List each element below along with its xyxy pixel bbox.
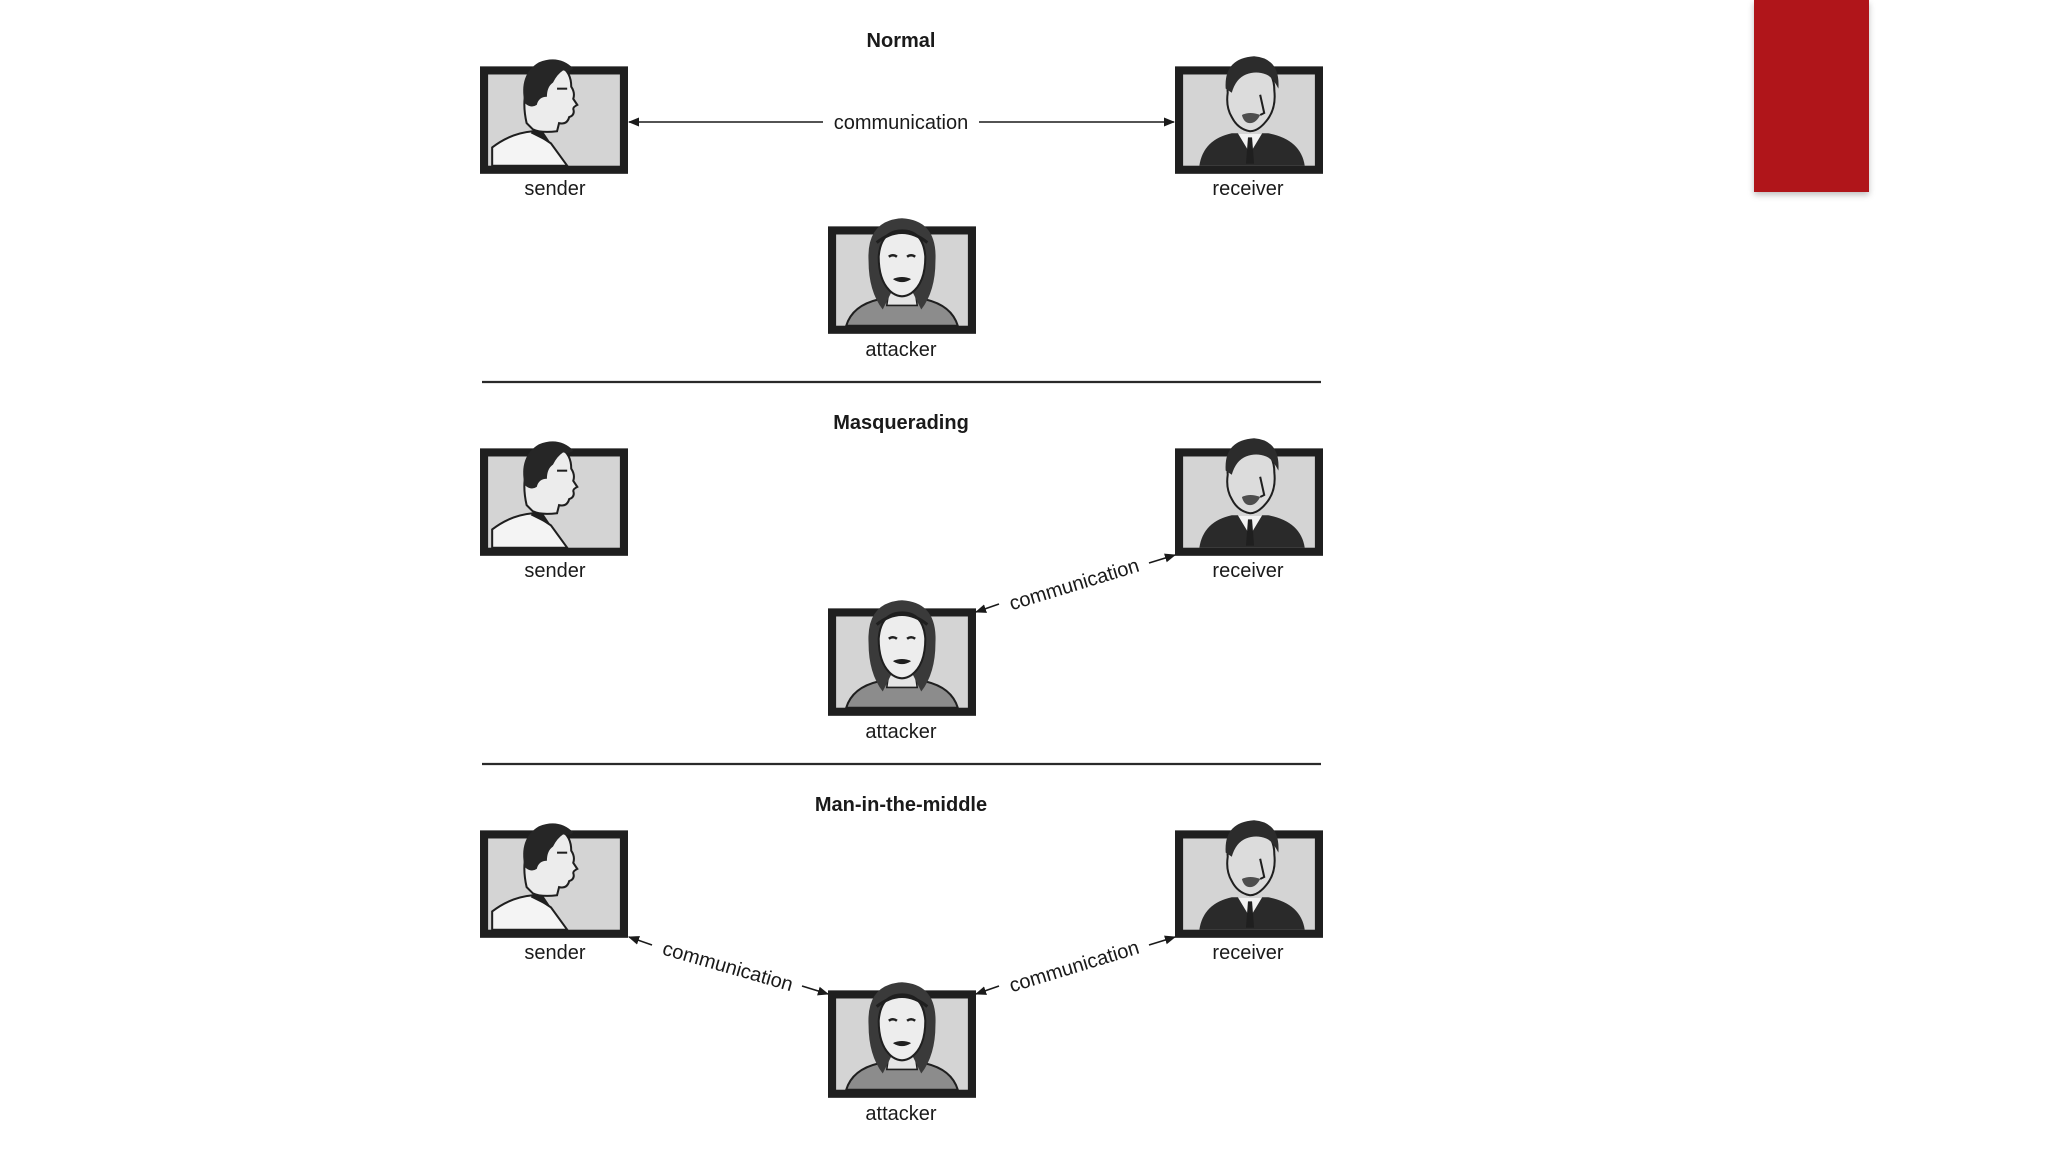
- comm-link-sender-attacker: communication: [627, 936, 830, 996]
- attacker-label: attacker: [865, 1103, 936, 1125]
- panel-normal: Normal sender receiver attacker communic…: [484, 30, 1319, 361]
- comm-link-attacker-receiver: communication: [974, 553, 1177, 615]
- receiver-label: receiver: [1212, 942, 1283, 964]
- receiver-portrait-icon: [1179, 820, 1319, 934]
- attacker-portrait-icon: [832, 982, 972, 1094]
- attacker-label: attacker: [865, 339, 936, 361]
- panel-title: Normal: [867, 30, 936, 52]
- comm-arrow-to-attacker: [974, 603, 1000, 613]
- comm-label: communication: [660, 938, 795, 996]
- receiver-label: receiver: [1212, 560, 1283, 582]
- comm-arrow-to-sender: [627, 936, 653, 946]
- accent-block: [1754, 0, 1869, 192]
- sender-portrait-icon: [484, 59, 624, 169]
- comm-label: communication: [834, 112, 969, 134]
- comm-arrow-to-attacker: [801, 985, 830, 996]
- comm-link-attacker-receiver: communication: [974, 935, 1177, 997]
- comm-arrow-to-receiver: [1148, 935, 1177, 946]
- comm-arrow-to-attacker: [974, 985, 1000, 995]
- receiver-portrait-icon: [1179, 56, 1319, 170]
- attacker-portrait-icon: [832, 218, 972, 330]
- panel-title: Masquerading: [833, 412, 969, 434]
- attacker-label: attacker: [865, 721, 936, 743]
- panel-man-in-the-middle: Man-in-the-middle sender receiver attack…: [484, 794, 1319, 1125]
- panel-masquerading: Masquerading sender receiver attacker co…: [484, 412, 1319, 743]
- receiver-portrait-icon: [1179, 438, 1319, 552]
- panel-title: Man-in-the-middle: [815, 794, 987, 816]
- sender-label: sender: [524, 560, 585, 582]
- comm-label: communication: [1007, 555, 1142, 615]
- sender-portrait-icon: [484, 823, 624, 933]
- comm-label: communication: [1007, 937, 1142, 997]
- comm-arrow-to-receiver: [1148, 553, 1177, 564]
- sender-label: sender: [524, 178, 585, 200]
- receiver-label: receiver: [1212, 178, 1283, 200]
- attacker-portrait-icon: [832, 600, 972, 712]
- sender-portrait-icon: [484, 441, 624, 551]
- sender-label: sender: [524, 942, 585, 964]
